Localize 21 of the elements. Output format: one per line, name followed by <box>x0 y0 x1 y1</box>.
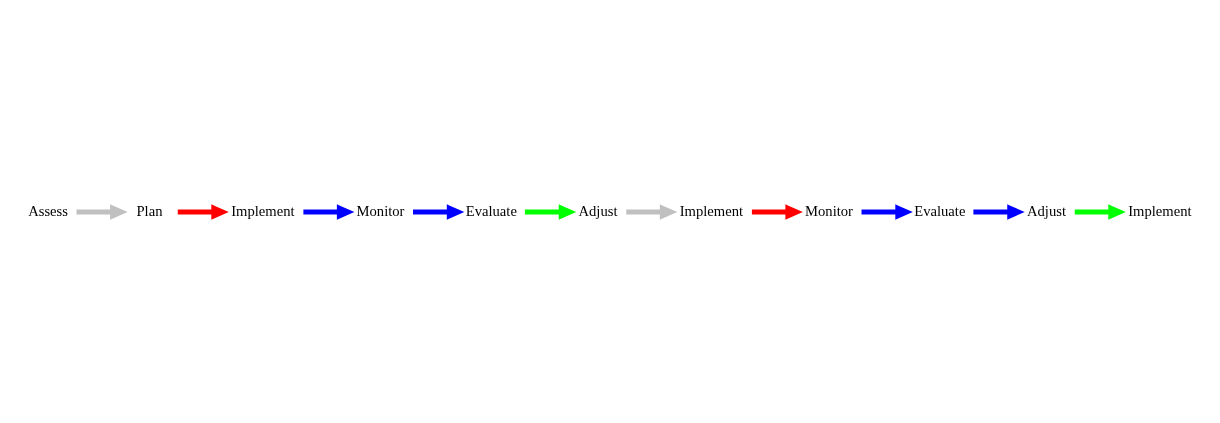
node-text: Monitor <box>356 202 405 219</box>
arrow <box>177 203 229 220</box>
arrow <box>303 203 355 220</box>
node-text: Implement <box>231 202 295 219</box>
node-text: Adjust <box>1026 202 1066 219</box>
arrow <box>751 203 803 220</box>
arrow <box>861 203 913 220</box>
arrow <box>626 203 678 220</box>
node-text: Adjust <box>578 202 618 219</box>
node-text: Evaluate <box>914 202 966 219</box>
node-text: Assess <box>28 202 68 219</box>
arrow <box>413 203 465 220</box>
node-text: Evaluate <box>465 202 517 219</box>
node-text: Implement <box>679 202 744 219</box>
arrow <box>973 203 1025 220</box>
node-text: Plan <box>136 202 163 219</box>
arrow <box>1074 203 1126 220</box>
node-text: Monitor <box>805 202 853 219</box>
arrow <box>76 203 128 220</box>
arrow <box>524 203 577 220</box>
node-text: Implement <box>1128 202 1192 219</box>
